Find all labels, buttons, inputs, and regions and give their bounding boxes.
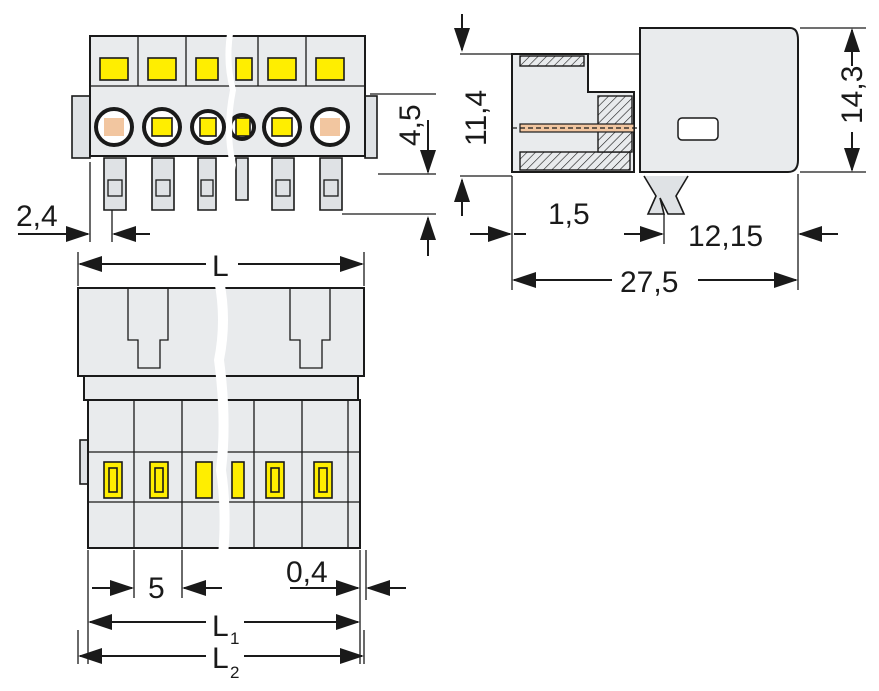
dim-depth-total: 27,5 xyxy=(620,266,678,299)
dim-L1-subscript: 1 xyxy=(230,629,239,648)
dim-L2: L xyxy=(212,642,229,675)
clamp-slots-top xyxy=(99,57,345,81)
dim-pin-setback: 1,5 xyxy=(548,198,590,231)
dim-width-L: L xyxy=(212,250,229,283)
dim-pitch: 5 xyxy=(148,572,165,605)
side-view: 11,4 14,3 1,5 12,15 27,5 xyxy=(454,14,869,299)
dim-latch-depth: 12,15 xyxy=(688,220,763,253)
dim-L1: L xyxy=(212,610,229,643)
clamp-slots-front xyxy=(103,461,333,499)
dim-clamp-height: 4,5 xyxy=(394,104,427,146)
top-view: L 5 0,4 L 1 L 2 xyxy=(77,250,406,682)
wire-entries xyxy=(94,107,350,147)
dim-height-pin: 11,4 xyxy=(460,90,493,146)
front-pins xyxy=(103,157,343,211)
dim-height-total: 14,3 xyxy=(836,66,869,124)
dim-pitch-offset: 2,4 xyxy=(16,200,58,233)
dim-L2-subscript: 2 xyxy=(230,663,239,682)
side-housing xyxy=(639,27,799,173)
dim-edge-gap: 0,4 xyxy=(286,556,328,589)
front-view: 4,5 2,4 xyxy=(16,28,436,256)
